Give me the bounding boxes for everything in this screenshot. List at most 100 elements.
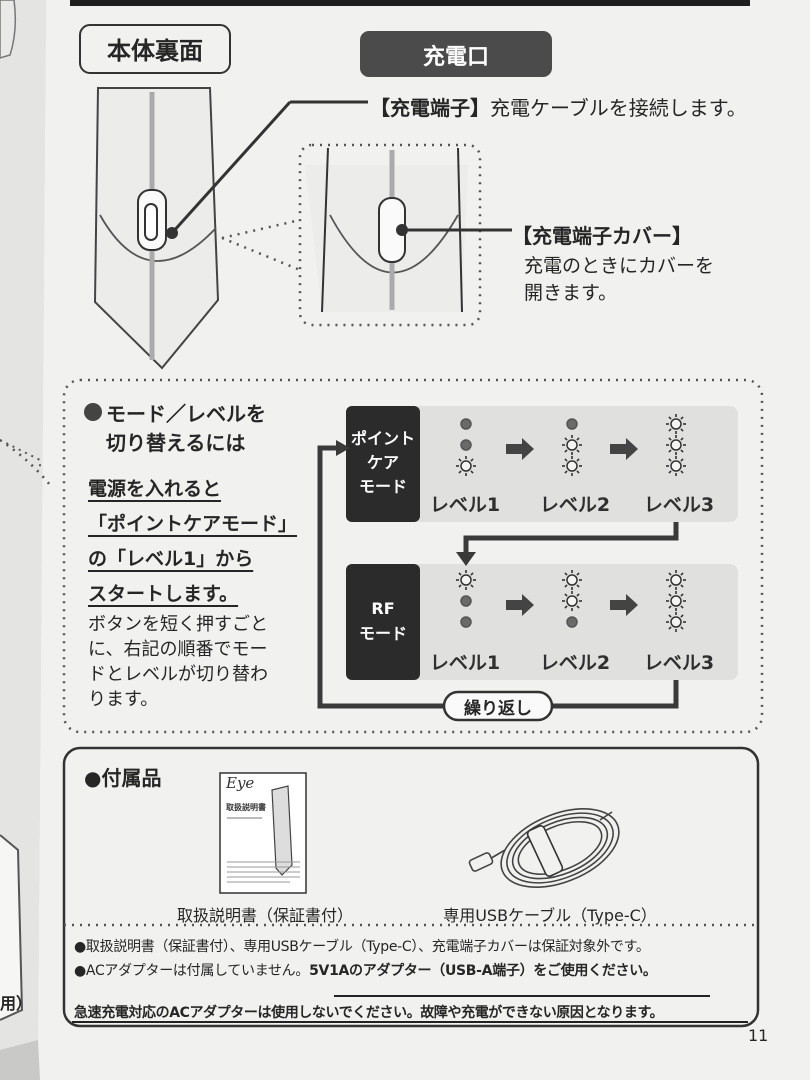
pointcare-led-ray bbox=[668, 416, 672, 420]
page-number: 11 bbox=[748, 1026, 769, 1045]
repeat-pill bbox=[442, 690, 554, 722]
level-arrows bbox=[506, 438, 638, 616]
pointcare-led-ray bbox=[680, 428, 684, 432]
pointcare-led-ray bbox=[470, 458, 474, 462]
rf-led-lit bbox=[566, 595, 578, 607]
start-description: 電源を入れると 「ポイントケアモード」 の「レベル1」から スタートします。 bbox=[88, 472, 297, 612]
pointcare-label-line: モード bbox=[358, 477, 407, 496]
rf-led-ray bbox=[680, 614, 684, 618]
pointcare-led-lit bbox=[670, 418, 682, 430]
manual-caption: 取扱説明書（保証書付） bbox=[176, 906, 353, 925]
rf-tab bbox=[346, 564, 420, 680]
pointcare-level-2: レベル2 bbox=[539, 494, 611, 516]
mode-heading: モード／レベルを 切り替えるには bbox=[106, 400, 266, 458]
pointcare-led-ray bbox=[458, 470, 462, 474]
pointcare-led-lit bbox=[460, 460, 472, 472]
pointcare-led-off bbox=[460, 418, 472, 430]
rf-led-ray bbox=[458, 572, 462, 576]
pointcare-led-ray bbox=[576, 458, 580, 462]
manual-booklet-illustration bbox=[219, 772, 307, 894]
terminal-label: 【充電端子】 bbox=[370, 96, 490, 120]
left-page-fragment: 用） bbox=[0, 994, 33, 1013]
press-description: ボタンを短く押すごと に、右記の順番でモー ドとレベルが切り替わ ります。 bbox=[88, 612, 268, 712]
repeat-label: 繰り返し bbox=[464, 699, 532, 719]
note-line-2: ●ACアダプターは付属していません。5V1Aのアダプター（USB-A端子）をご使… bbox=[74, 960, 657, 980]
flow-arrows bbox=[317, 445, 679, 709]
rf-panel bbox=[346, 564, 738, 680]
pointcare-led-ray bbox=[680, 416, 684, 420]
section-title-frame bbox=[79, 24, 231, 74]
cable-caption: 専用USBケーブル（Type-C） bbox=[443, 906, 657, 925]
port-tag: 充電口 bbox=[422, 45, 489, 70]
pointcare-led-ray bbox=[668, 470, 672, 474]
rf-led-off bbox=[460, 616, 472, 628]
pointcare-tab bbox=[346, 406, 420, 522]
pointcare-label-line: ポイント bbox=[350, 429, 415, 448]
rf-led-lit bbox=[670, 574, 682, 586]
pointcare-led-lit bbox=[566, 439, 578, 451]
left-page bbox=[0, 0, 46, 1050]
pointcare-level-3: レベル3 bbox=[643, 494, 715, 516]
pointcare-led-ray bbox=[668, 458, 672, 462]
note-line-3: 急速充電対応のACアダプターは使用しないでください。故障や充電ができない原因とな… bbox=[74, 1005, 664, 1021]
cover-label: 【充電端子カバー】 bbox=[512, 224, 692, 248]
rf-led-ray bbox=[680, 572, 684, 576]
note-line-2-bold: 5V1Aのアダプター（USB-A端子）をご使用ください。 bbox=[309, 963, 657, 979]
rf-led-ray bbox=[668, 593, 672, 597]
cover-line: 充電のときにカバーを bbox=[524, 255, 715, 277]
pointcare-level-1: レベル1 bbox=[429, 494, 501, 516]
rf-led-ray bbox=[564, 572, 568, 576]
pointcare-mode-label: ポイント ケア モード bbox=[346, 427, 420, 499]
pointcare-led-off bbox=[460, 439, 472, 451]
pointcare-led-ray bbox=[458, 458, 462, 462]
rf-led-ray bbox=[668, 584, 672, 588]
rf-led-off bbox=[566, 616, 578, 628]
rf-level-1: レベル1 bbox=[429, 652, 501, 674]
rf-led-ray bbox=[564, 593, 568, 597]
note-line-1: ●取扱説明書（保証書付）、専用USBケーブル（Type-C）、充電端子カバーは保… bbox=[74, 939, 650, 955]
start-line: 「ポイントケアモード」 bbox=[88, 513, 298, 535]
pointcare-led-lit bbox=[566, 460, 578, 472]
cover-line: 開きます。 bbox=[524, 282, 618, 304]
rf-mode-label: RF モード bbox=[346, 596, 420, 646]
rf-led-ray bbox=[564, 584, 568, 588]
pointcare-led-ray bbox=[470, 470, 474, 474]
pointcare-led-ray bbox=[576, 470, 580, 474]
start-line: 電源を入れると bbox=[88, 478, 222, 500]
pointcare-led-lit bbox=[670, 460, 682, 472]
pointcare-led-ray bbox=[680, 437, 684, 441]
pointcare-led-ray bbox=[668, 449, 672, 453]
accessories-heading: ●付属品 bbox=[84, 766, 162, 790]
manual-brand: Eye bbox=[226, 774, 255, 792]
rf-led-ray bbox=[668, 626, 672, 630]
accessory-section-frame bbox=[62, 746, 760, 1028]
press-line: ります。 bbox=[88, 689, 159, 710]
start-line: スタートします。 bbox=[88, 583, 239, 605]
press-line: ドとレベルが切り替わ bbox=[88, 664, 268, 685]
rf-led-off bbox=[460, 595, 472, 607]
rf-led-lit bbox=[460, 574, 472, 586]
section-title: 本体裏面 bbox=[107, 37, 203, 65]
pointcare-led-ray bbox=[576, 437, 580, 441]
rf-led-ray bbox=[470, 572, 474, 576]
mode-heading-line: モード／レベルを bbox=[106, 402, 266, 426]
pointcare-led-ray bbox=[564, 437, 568, 441]
pointcare-led-ray bbox=[668, 437, 672, 441]
mode-section-frame bbox=[62, 378, 764, 734]
device-illustration bbox=[93, 87, 368, 370]
rf-level-2: レベル2 bbox=[539, 652, 611, 674]
pointcare-led-lit bbox=[670, 439, 682, 451]
terminal-text: 充電ケーブルを接続します。 bbox=[490, 96, 747, 120]
pointcare-panel bbox=[346, 406, 738, 522]
pointcare-led-ray bbox=[668, 428, 672, 432]
pointcare-led-ray bbox=[564, 458, 568, 462]
rf-led-ray bbox=[470, 584, 474, 588]
rf-led-lit bbox=[566, 574, 578, 586]
terminal-callout: 【充電端子】充電ケーブルを接続します。 bbox=[370, 92, 747, 121]
rf-label-line: RF bbox=[371, 599, 395, 618]
rf-led-ray bbox=[576, 584, 580, 588]
manual-cover-title: 取扱説明書 bbox=[226, 803, 266, 812]
